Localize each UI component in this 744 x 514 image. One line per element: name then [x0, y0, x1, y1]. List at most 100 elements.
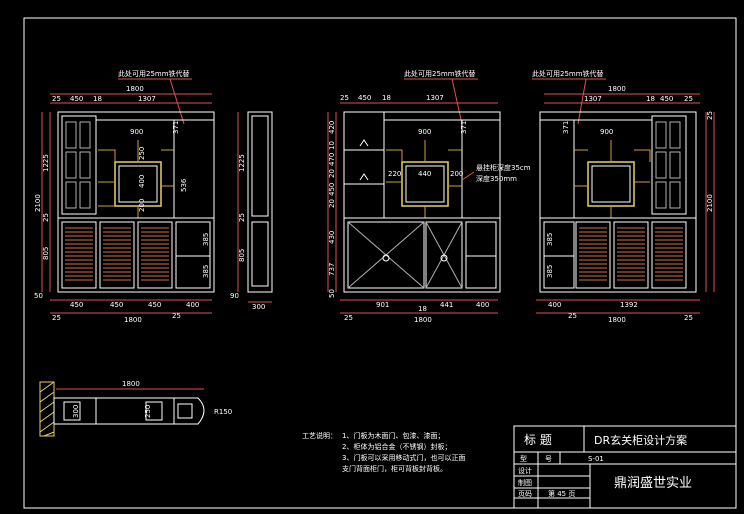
view1-bottom-dim-b: 450 [110, 301, 123, 309]
plan-dim-a: 300 [72, 405, 80, 418]
plan-slot-a [63, 401, 81, 421]
plan-view: 1800 300 250 R150 [39, 380, 232, 437]
view1-note: 此处可用25mm铁代替 [118, 69, 190, 78]
view1-dim-250: 250 [138, 147, 146, 160]
view2-elevation: 此处可用25mm铁代替 25 450 18 1307 900 [327, 69, 531, 324]
side-dim-300: 300 [252, 303, 265, 311]
side-dim-90: 90 [230, 292, 239, 300]
view2-left-dim-i: 50 [328, 289, 336, 298]
side-dim-1225: 1225 [238, 154, 246, 172]
view1-overall-25a: 25 [52, 314, 61, 322]
side-dim-25: 25 [238, 213, 246, 222]
view3-louver-doors [575, 221, 687, 289]
view2-center-inner [405, 165, 445, 203]
view3-overall-25b: 25 [684, 314, 693, 322]
view2-left-dim-d: 20 [328, 169, 336, 178]
view1-left-dim-25: 25 [42, 213, 50, 222]
view3-open-shelves [543, 221, 575, 289]
view3-bottom-dim-b: 1392 [620, 301, 638, 309]
view2-left-dim-h: 737 [328, 263, 336, 276]
view1-top-dim-b: 450 [70, 95, 83, 103]
view1-center-inner [118, 165, 158, 203]
view2-bottom-dim-d: 400 [476, 301, 489, 309]
view2-dim-371: 371 [460, 121, 468, 134]
title-block-company: 鼎润盛世实业 [614, 476, 692, 491]
view1-dim-900: 900 [130, 128, 143, 136]
view2-top-dim-d: 1307 [426, 94, 444, 102]
view3-top-dim-overall: 1800 [608, 85, 626, 93]
title-block-label: 标 题 [524, 433, 552, 447]
view1-left-dim-2100: 2100 [34, 194, 42, 212]
title-block-frame [513, 425, 737, 509]
view3-overall-25a: 25 [568, 312, 577, 320]
view1-bottom-dim-d: 400 [186, 301, 199, 309]
notes-title: 工艺说明： [302, 431, 337, 440]
view1-front-elevation: 此处可用25mm铁代替 1800 25 450 18 1307 [34, 69, 215, 324]
view2-top-dim-b: 450 [358, 94, 371, 102]
notes-line-3: 3、门板可以采用移动式门，也可以正面 [342, 453, 465, 462]
side-view-outline [247, 111, 273, 293]
title-block-draw-label: 制图 [518, 478, 532, 487]
drawing-frame [23, 17, 737, 509]
side-dim-805: 805 [238, 249, 246, 262]
view3-note: 此处可用25mm铁代替 [532, 69, 604, 78]
view1-overall-25b: 25 [172, 312, 181, 320]
view3-dim-385a: 385 [546, 233, 554, 246]
view2-dim-220: 220 [388, 170, 401, 178]
view1-top-dim-overall: 1800 [126, 85, 144, 93]
notes-line-4: 支门背面柜门，柜可背板封背板。 [342, 464, 447, 473]
view1-glass-door [61, 115, 97, 215]
view3-right-dim-2100: 2100 [706, 194, 714, 212]
title-block-model-label2: 号 [545, 455, 552, 463]
view1-cabinet-outline [57, 111, 215, 293]
view2-top-dim-c: 18 [382, 94, 391, 102]
view2-hanger-icons [359, 139, 369, 181]
view3-top-dim-c: 450 [660, 95, 673, 103]
plan-width: 1800 [122, 380, 140, 388]
title-block: 标 题 DR玄关柜设计方案 型 号 S-01 设计 制图 页码 第 45 页 鼎… [513, 425, 737, 509]
view2-note-leader [451, 78, 463, 125]
view1-left-dim-805: 805 [42, 247, 50, 260]
plan-radius: R150 [214, 408, 232, 416]
title-block-project: DR玄关柜设计方案 [594, 433, 687, 447]
view2-overall-1800: 1800 [414, 316, 432, 324]
title-block-page-value: 第 45 页 [548, 489, 575, 498]
view1-dim-536: 536 [180, 178, 188, 192]
view3-center-inner [591, 165, 631, 203]
view2-dim-200: 200 [450, 170, 463, 178]
view2-left-dim-a: 420 [328, 121, 336, 134]
view2-dim-900: 900 [418, 128, 431, 136]
view2-left-dim-c: 470 [328, 153, 336, 166]
view2-note: 此处可用25mm铁代替 [404, 69, 476, 78]
view3-cabinet-outline [539, 111, 697, 293]
view3-note-leader [577, 78, 587, 125]
plan-dim-b: 250 [144, 405, 152, 418]
plan-slot-c [177, 403, 193, 419]
view1-bottom-dim-c: 450 [148, 301, 161, 309]
view1-dim-385a: 385 [202, 233, 210, 246]
side-view-inner [251, 115, 269, 217]
view3-top-dim-b: 18 [646, 95, 655, 103]
view2-bottom-dim-c: 441 [440, 301, 453, 309]
view3-bottom-dim-a: 400 [548, 301, 561, 309]
view2-left-dim-g: 430 [328, 231, 336, 244]
side-view: 1225 25 805 90 300 [230, 111, 273, 311]
side-view-lower [251, 221, 269, 287]
view3-overall-1800: 1800 [608, 316, 626, 324]
view2-cabinet-outline [343, 111, 501, 293]
view1-note-leader [169, 78, 185, 125]
view2-dim-440: 440 [418, 170, 431, 178]
view2-label-line1: 悬挂柜深度35cm [476, 163, 531, 172]
view1-overall-1800: 1800 [124, 316, 142, 324]
view1-top-dim-c: 18 [93, 95, 102, 103]
view2-left-dim-f: 20 [328, 199, 336, 208]
plan-slot-b [145, 401, 163, 421]
view3-dim-371: 371 [562, 121, 570, 134]
view1-dim-371: 371 [172, 121, 180, 134]
title-block-design-label: 设计 [518, 466, 532, 475]
view3-dim-900: 900 [600, 128, 613, 136]
view2-bottom-dim-b: 18 [418, 305, 427, 313]
title-block-page-label: 页码 [518, 490, 532, 498]
view3-glass-panes [655, 121, 681, 209]
